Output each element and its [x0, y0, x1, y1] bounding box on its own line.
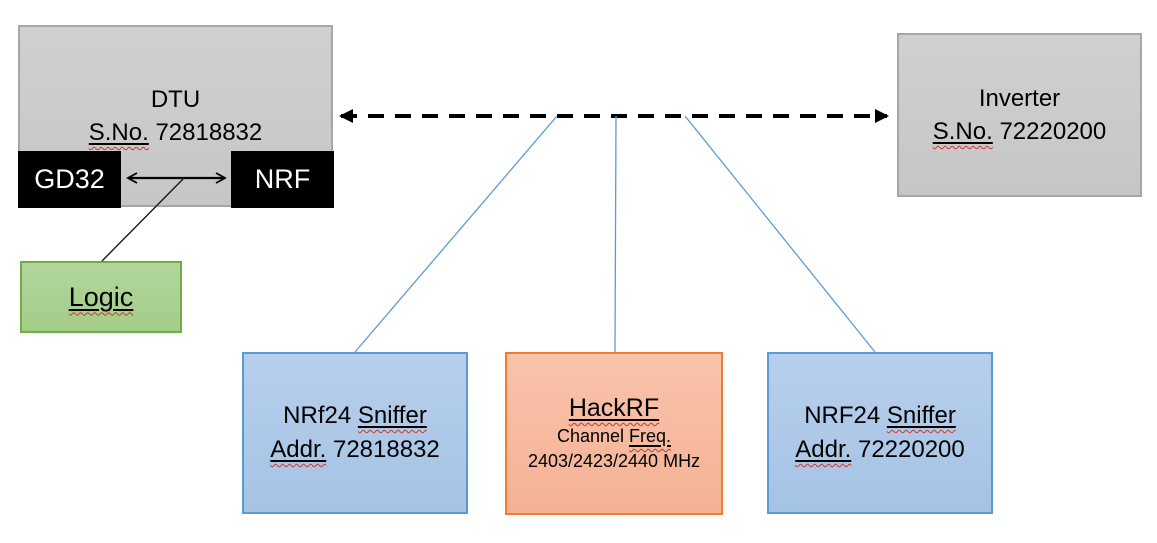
hackrf-box: HackRF Channel Freq. 2403/2423/2440 MHz	[505, 352, 723, 515]
sniffer-right-addr-number: 72220200	[851, 436, 965, 463]
dtu-title: DTU	[150, 86, 201, 113]
dtu-serial-number: 72818832	[148, 119, 263, 146]
sniffer-right-line1: NRF24 Sniffer	[804, 399, 956, 433]
hackrf-title: HackRF	[569, 393, 659, 424]
dtu-serial-word: S.No.	[88, 119, 149, 146]
sniffer-left-line1: NRf24 Sniffer	[283, 399, 427, 433]
nrf24-sniffer-right-box: NRF24 Sniffer Addr. 72220200	[767, 352, 993, 514]
nrf-chip-label: NRF	[254, 164, 311, 194]
hackrf-freq-word: Freq.	[629, 426, 672, 446]
sniffer-left-line2: Addr. 72818832	[270, 433, 440, 467]
sniffer-left-link	[354, 115, 558, 353]
inverter-box: Inverter S.No. 72220200	[897, 33, 1142, 197]
sniffer-left-name: NRf24	[283, 402, 358, 429]
sniffer-right-line2: Addr. 72220200	[795, 433, 965, 467]
nrf24-sniffer-left-box: NRf24 Sniffer Addr. 72818832	[242, 352, 468, 514]
inverter-serial-number: 72220200	[992, 118, 1107, 145]
sniffer-left-word: Sniffer	[357, 402, 427, 429]
gd32-chip-label: GD32	[34, 164, 105, 194]
hackrf-channel-line: Channel Freq.	[557, 424, 671, 449]
sniffer-left-addr-word: Addr.	[270, 436, 327, 463]
nrf-chip: NRF	[231, 151, 334, 208]
sniffer-right-word: Sniffer	[886, 402, 956, 429]
logic-label: Logic	[68, 281, 134, 312]
inverter-serial: S.No. 72220200	[933, 115, 1106, 148]
hackrf-link	[614, 115, 617, 353]
sniffer-right-link	[684, 115, 876, 353]
hackrf-frequencies: 2403/2423/2440 MHz	[527, 451, 701, 471]
sniffer-right-name: NRF24	[804, 402, 887, 429]
hackrf-channel-label: Channel	[556, 426, 630, 446]
sniffer-right-addr-word: Addr.	[795, 436, 852, 463]
inverter-title: Inverter	[978, 85, 1061, 112]
hackrf-title-word: HackRF	[568, 394, 660, 422]
sniffer-left-addr-number: 72818832	[326, 436, 440, 463]
logic-box: Logic	[20, 261, 182, 333]
dtu-serial: S.No. 72818832	[89, 116, 262, 149]
inverter-serial-word: S.No.	[932, 118, 993, 145]
gd32-chip: GD32	[18, 151, 121, 208]
